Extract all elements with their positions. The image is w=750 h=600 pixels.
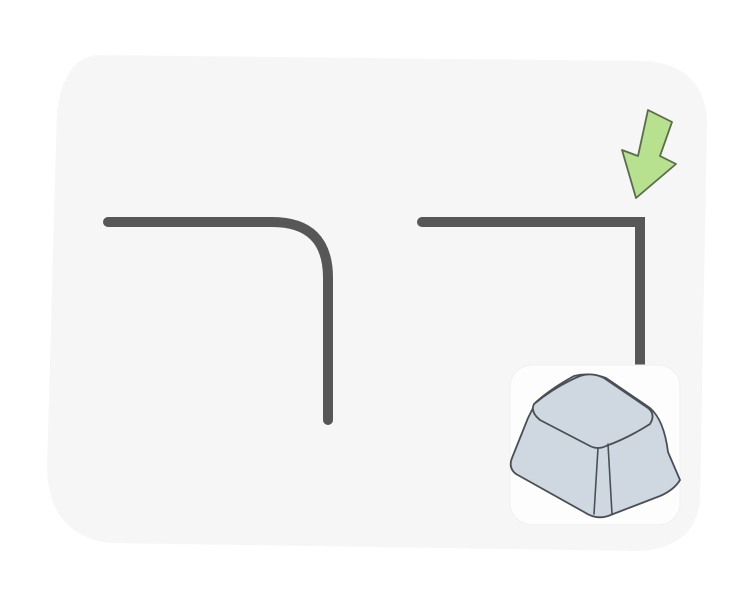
down-left-arrow-icon bbox=[621, 109, 677, 199]
keyboard-key-icon bbox=[509, 373, 681, 519]
rounded-corner-line bbox=[103, 217, 333, 425]
keycap-front-edge-right bbox=[607, 443, 613, 515]
keycap-front-edge-left bbox=[593, 447, 599, 515]
keycap-top-face bbox=[531, 373, 654, 449]
square-corner-line bbox=[417, 217, 645, 375]
panel-sketch-stroke bbox=[23, 28, 729, 578]
